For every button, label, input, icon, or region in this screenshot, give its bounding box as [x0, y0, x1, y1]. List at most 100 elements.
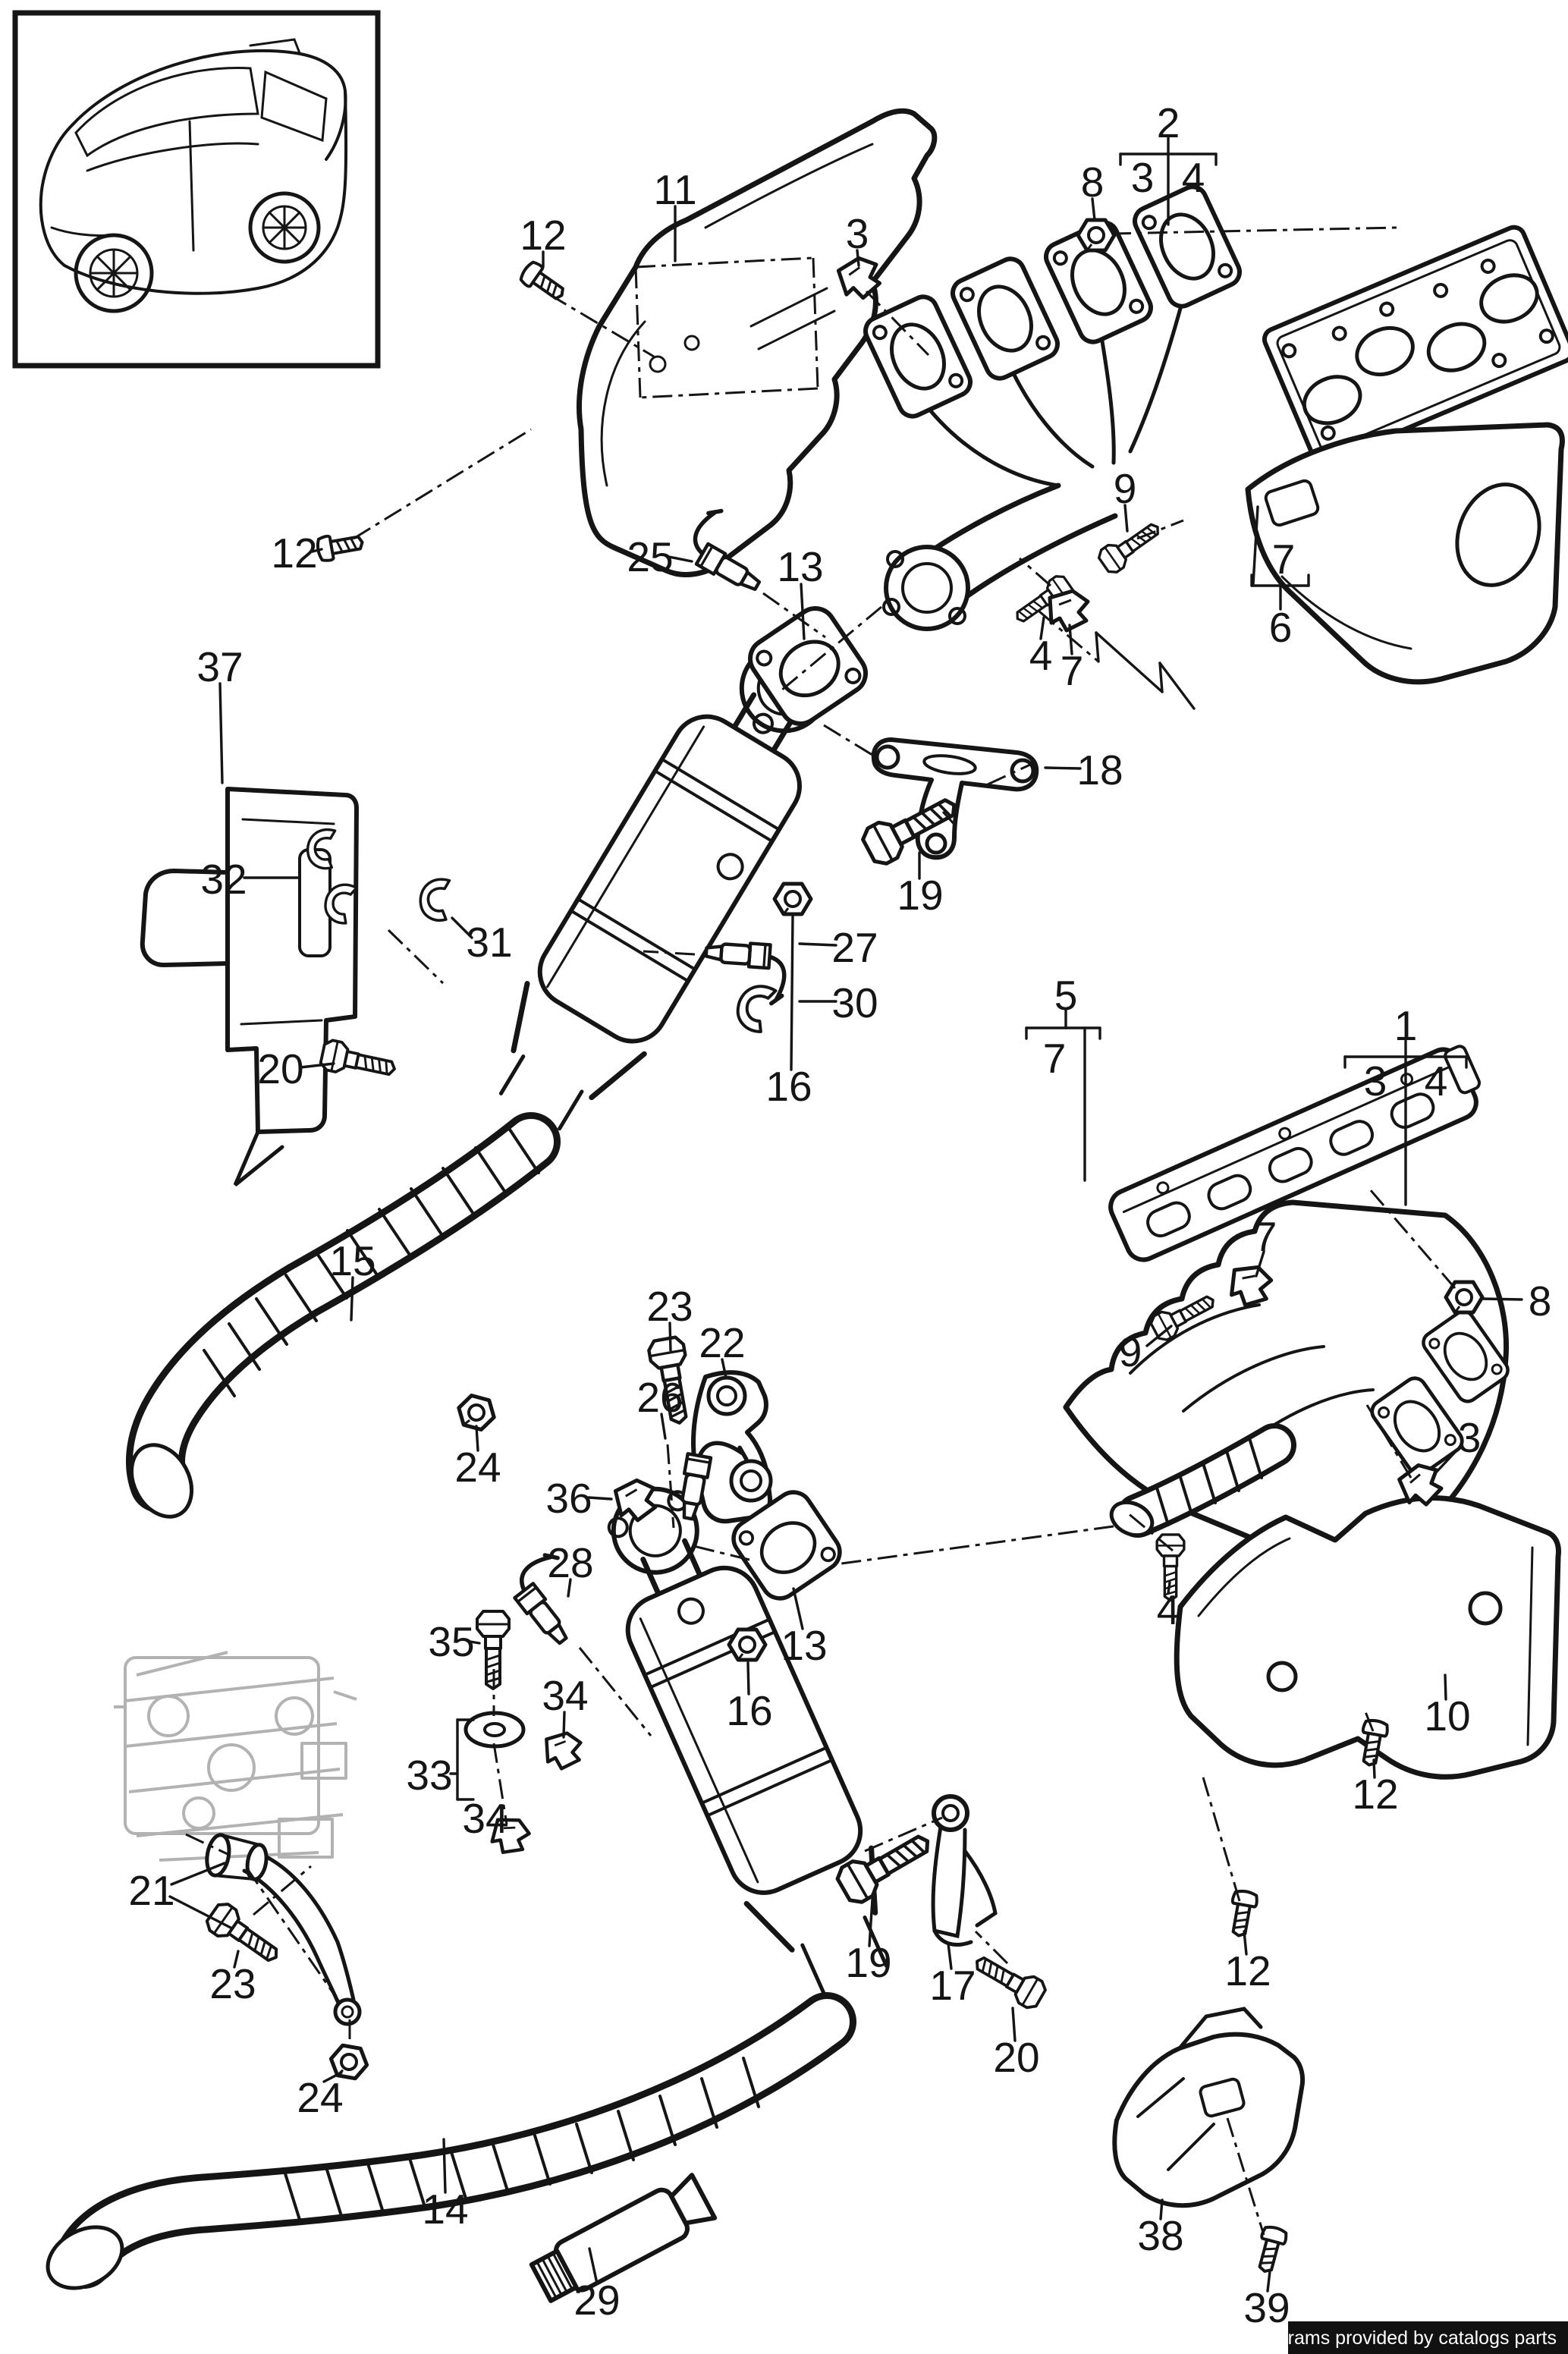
svg-text:34: 34: [542, 1672, 588, 1719]
callout-4-mid: 4: [1029, 616, 1053, 679]
dashdot-4-bottom: [1127, 1511, 1174, 1552]
flex-pipe-14-part: [46, 1992, 856, 2290]
callout-24-bottom: 24: [297, 2071, 344, 2121]
svg-text:3: 3: [1458, 1414, 1482, 1461]
catalytic-converter-2-part: [607, 1486, 888, 1996]
dashdot-12-left: [353, 428, 532, 540]
svg-text:21: 21: [128, 1867, 174, 1914]
callout-12-shield-right: 12: [1352, 1758, 1399, 1818]
svg-text:37: 37: [196, 643, 243, 690]
svg-text:15: 15: [329, 1237, 376, 1284]
clamp-7-right: [1229, 1263, 1273, 1309]
svg-text:20: 20: [993, 2034, 1039, 2081]
svg-text:4: 4: [1157, 1586, 1180, 1633]
dashdot-shield11-box: [634, 256, 819, 399]
svg-text:4: 4: [1182, 154, 1205, 201]
callout-26: 26: [636, 1374, 683, 1440]
dashdot-4-mid: [1019, 557, 1099, 663]
callout-39: 39: [1243, 2270, 1290, 2331]
callout-17: 17: [929, 1942, 976, 2009]
callout-11: 11: [653, 166, 697, 262]
svg-text:38: 38: [1137, 2212, 1183, 2259]
car-inset-thumbnail: [12, 10, 381, 369]
svg-text:19: 19: [897, 872, 943, 919]
dashdot-26: [666, 1444, 675, 1529]
callout-25: 25: [627, 533, 693, 580]
svg-text:19: 19: [845, 1939, 891, 1986]
bolt-20-lower: [968, 1947, 1050, 2013]
svg-text:13: 13: [777, 543, 823, 590]
dashdot-21: [185, 1833, 351, 2048]
svg-text:12: 12: [271, 530, 317, 577]
svg-text:29: 29: [573, 2277, 620, 2324]
callout-28: 28: [547, 1539, 594, 1598]
svg-text:10: 10: [1424, 1692, 1470, 1740]
svg-text:17: 17: [929, 1962, 976, 2009]
callout-19-top: 19: [897, 851, 944, 919]
svg-text:4: 4: [1029, 632, 1053, 679]
svg-text:14: 14: [422, 2186, 468, 2233]
svg-text:9: 9: [1119, 1328, 1142, 1375]
exhaust-manifold-2-part: [861, 182, 1244, 631]
dashdot-9-right: [1136, 519, 1184, 540]
dashdot-12-top: [548, 293, 655, 358]
callout-23-bottom: 23: [209, 1950, 256, 2007]
callout-7-clip-mid: 7: [1061, 624, 1083, 694]
dashdot-35-33-34: [492, 1669, 508, 1825]
nut-8-right: [1446, 1282, 1482, 1312]
dashdot-28: [578, 1647, 652, 1736]
svg-text:36: 36: [545, 1475, 592, 1522]
screw-12-shield-lower: [1225, 1887, 1260, 1940]
bracket-38-part: [1112, 2007, 1306, 2208]
callout-35: 35: [428, 1618, 481, 1665]
dashdot-19-bottom: [864, 1816, 943, 1853]
watermark-bar: Diagrams provided by catalogs parts: [1249, 2321, 1568, 2354]
manifold-gasket-plate-part: [1262, 225, 1568, 466]
callout-16-left: 16: [765, 915, 812, 1110]
svg-text:23: 23: [209, 1960, 256, 2007]
callout-16-lower: 16: [726, 1661, 773, 1734]
svg-text:32: 32: [200, 856, 247, 903]
svg-text:35: 35: [428, 1618, 474, 1665]
dashdot-13-lower: [687, 1525, 1114, 1566]
svg-text:24: 24: [297, 2074, 343, 2121]
screw-12-left: [314, 529, 366, 564]
dashdot-25: [762, 592, 826, 639]
callout-32: 32: [200, 856, 299, 903]
callout-20-left: 20: [257, 1045, 335, 1092]
svg-text:3: 3: [1131, 154, 1155, 201]
svg-text:12: 12: [1224, 1947, 1271, 1994]
group-7-6: 76: [1250, 505, 1310, 651]
svg-text:34: 34: [462, 1795, 508, 1842]
callout-10: 10: [1424, 1674, 1471, 1740]
nut-8-top: [1078, 220, 1114, 250]
heat-shield-5-part: [1108, 1045, 1482, 1262]
callout-29: 29: [573, 2247, 621, 2324]
callout-22: 22: [699, 1319, 746, 1379]
bolt-20-left: [318, 1037, 400, 1086]
parts-artwork: [46, 108, 1568, 2303]
svg-text:23: 23: [646, 1283, 693, 1330]
svg-text:8: 8: [1529, 1278, 1552, 1325]
group-5-7: 57: [1025, 972, 1101, 1182]
dashdot-12-shield-right: [1363, 1709, 1375, 1732]
dashdot-39: [1226, 2117, 1265, 2236]
callout-30: 30: [798, 979, 878, 1026]
heat-shield-10-part: [1174, 1495, 1561, 1780]
svg-text:13: 13: [781, 1622, 827, 1669]
support-bracket-17-part: [931, 1794, 998, 1947]
callout-36: 36: [545, 1475, 613, 1522]
nut-16-lower: [729, 1630, 765, 1660]
car-inset-border: [12, 10, 381, 369]
callout-9-right: 9: [1114, 465, 1136, 533]
screw-39: [1251, 2223, 1290, 2277]
callout-12-shield-lower: 12: [1224, 1930, 1271, 1994]
callout-18: 18: [1044, 746, 1123, 794]
svg-text:7: 7: [1272, 536, 1296, 583]
svg-text:6: 6: [1269, 604, 1293, 651]
svg-text:25: 25: [627, 533, 673, 580]
dashdot-23-bottom: [253, 1865, 312, 1916]
